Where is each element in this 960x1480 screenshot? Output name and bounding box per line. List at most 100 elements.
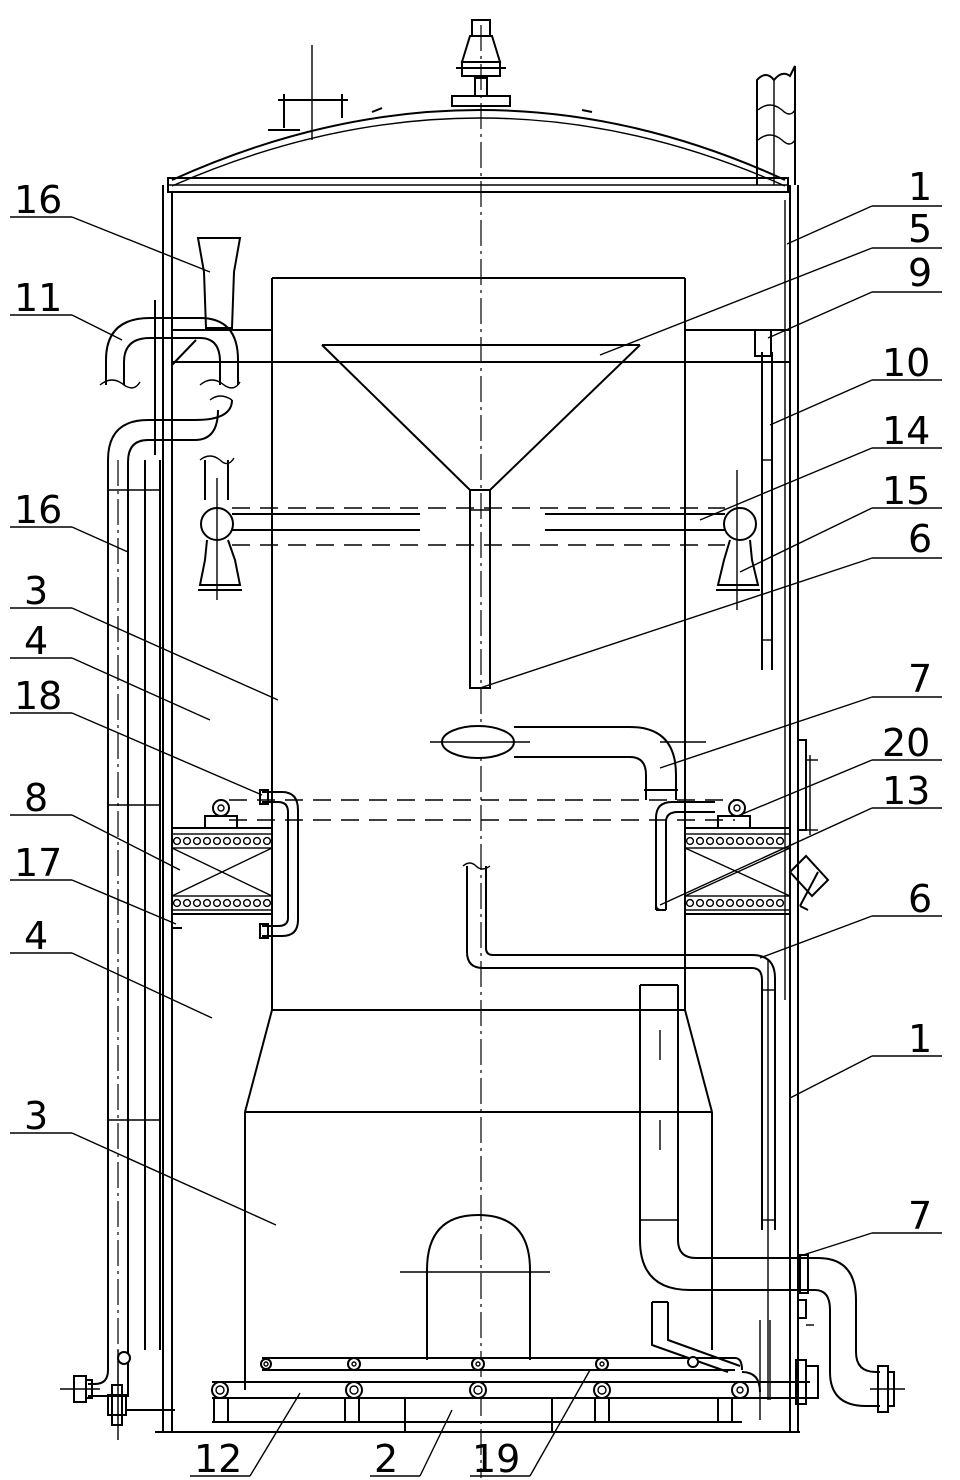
middle-distributor <box>229 789 735 939</box>
packing-ring <box>192 898 202 908</box>
packing-ring <box>182 898 192 908</box>
packing-ring <box>242 836 252 846</box>
left-packing-dots <box>172 836 272 908</box>
callout-16-mid: 16 <box>14 488 62 532</box>
header-nozzle <box>347 1357 361 1371</box>
header-nozzle-bore <box>215 1385 225 1395</box>
packing-ring <box>685 836 695 846</box>
callout-12: 12 <box>194 1437 242 1480</box>
callout-15: 15 <box>882 469 930 513</box>
callout-20: 20 <box>882 721 930 765</box>
header-nozzle-bore <box>349 1385 359 1395</box>
packing-ring <box>745 836 755 846</box>
packing-ring <box>252 836 262 846</box>
callout-13: 13 <box>882 769 930 813</box>
callout-18: 18 <box>14 674 62 718</box>
header-nozzle-bore <box>351 1361 357 1367</box>
packing-ring <box>232 898 242 908</box>
middle-downcomer <box>462 862 776 1400</box>
packing-ring <box>775 836 785 846</box>
packing-ring <box>202 898 212 908</box>
exhaust-stack <box>756 65 796 185</box>
header-nozzle <box>469 1381 487 1399</box>
vessel-top-head <box>167 19 789 193</box>
left-packing-bed <box>171 799 273 929</box>
packing-ring <box>192 836 202 846</box>
bottom-dome <box>400 1213 550 1360</box>
header-nozzle <box>471 1357 485 1371</box>
packing-ring <box>765 836 775 846</box>
right-packing-bed <box>684 799 830 915</box>
packing-ring <box>222 898 232 908</box>
callout-5: 5 <box>908 207 932 251</box>
packing-ring <box>735 898 745 908</box>
tangential-inlet-top <box>430 725 706 800</box>
packing-ring <box>182 836 192 846</box>
funnel-distributor <box>321 344 641 689</box>
callout-19: 19 <box>472 1437 520 1480</box>
header-nozzle-bore <box>599 1361 605 1367</box>
packing-ring <box>765 898 775 908</box>
callout-7-top: 7 <box>908 657 932 701</box>
callout-labels: 1 5 9 10 14 15 6 7 20 13 6 1 7 16 11 16 … <box>14 165 932 1480</box>
callout-17: 17 <box>14 841 62 885</box>
header-nozzle-bore <box>263 1361 269 1367</box>
callout-4-top: 4 <box>24 619 48 663</box>
callout-14: 14 <box>882 409 930 453</box>
packing-ring <box>745 898 755 908</box>
callout-4-bot: 4 <box>24 914 48 958</box>
bottom-header <box>212 1301 810 1432</box>
right-internal-riser <box>754 200 786 1000</box>
bottom-header-nozzles <box>211 1357 611 1399</box>
packing-ring <box>755 898 765 908</box>
callout-1-mid: 1 <box>908 1017 932 1061</box>
callout-10: 10 <box>882 341 930 385</box>
packing-ring <box>775 898 785 908</box>
header-nozzle <box>260 1358 272 1370</box>
header-nozzle-bore <box>475 1361 481 1367</box>
packing-ring <box>262 898 272 908</box>
callout-7-bot: 7 <box>908 1194 932 1238</box>
callout-6-top: 6 <box>908 517 932 561</box>
packing-ring <box>252 898 262 908</box>
packing-ring <box>695 836 705 846</box>
callout-11: 11 <box>14 276 62 320</box>
packing-ring <box>715 836 725 846</box>
packing-ring <box>715 898 725 908</box>
packing-ring <box>755 836 765 846</box>
header-nozzle <box>593 1381 611 1399</box>
packing-ring <box>222 836 232 846</box>
packing-ring <box>212 898 222 908</box>
left-inlet-assembly <box>99 237 242 500</box>
right-outer-flanges <box>797 739 818 1326</box>
callout-1-top: 1 <box>908 165 932 209</box>
callout-6-mid: 6 <box>908 877 932 921</box>
header-nozzle <box>345 1381 363 1399</box>
packing-ring <box>705 898 715 908</box>
packing-ring <box>242 898 252 908</box>
packing-ring <box>685 898 695 908</box>
packing-ring <box>262 836 272 846</box>
right-lower-riser <box>639 984 905 1413</box>
header-nozzle-bore <box>597 1385 607 1395</box>
outer-shell <box>155 185 800 1433</box>
callout-2: 2 <box>374 1437 398 1480</box>
packing-ring <box>725 836 735 846</box>
packing-ring <box>172 898 182 908</box>
packing-ring <box>735 836 745 846</box>
packing-ring <box>705 836 715 846</box>
callout-16-top: 16 <box>14 178 62 222</box>
right-packing-dots <box>685 836 785 908</box>
callout-3-bot: 3 <box>24 1094 48 1138</box>
callout-8: 8 <box>24 776 48 820</box>
packing-ring <box>172 836 182 846</box>
left-external-pipe <box>60 419 175 1440</box>
packing-ring <box>212 836 222 846</box>
callout-9: 9 <box>908 251 932 295</box>
upper-sparger <box>198 470 760 610</box>
callout-3-top: 3 <box>24 569 48 613</box>
header-nozzle-bore <box>473 1385 483 1395</box>
packing-ring <box>202 836 212 846</box>
packing-ring <box>232 836 242 846</box>
